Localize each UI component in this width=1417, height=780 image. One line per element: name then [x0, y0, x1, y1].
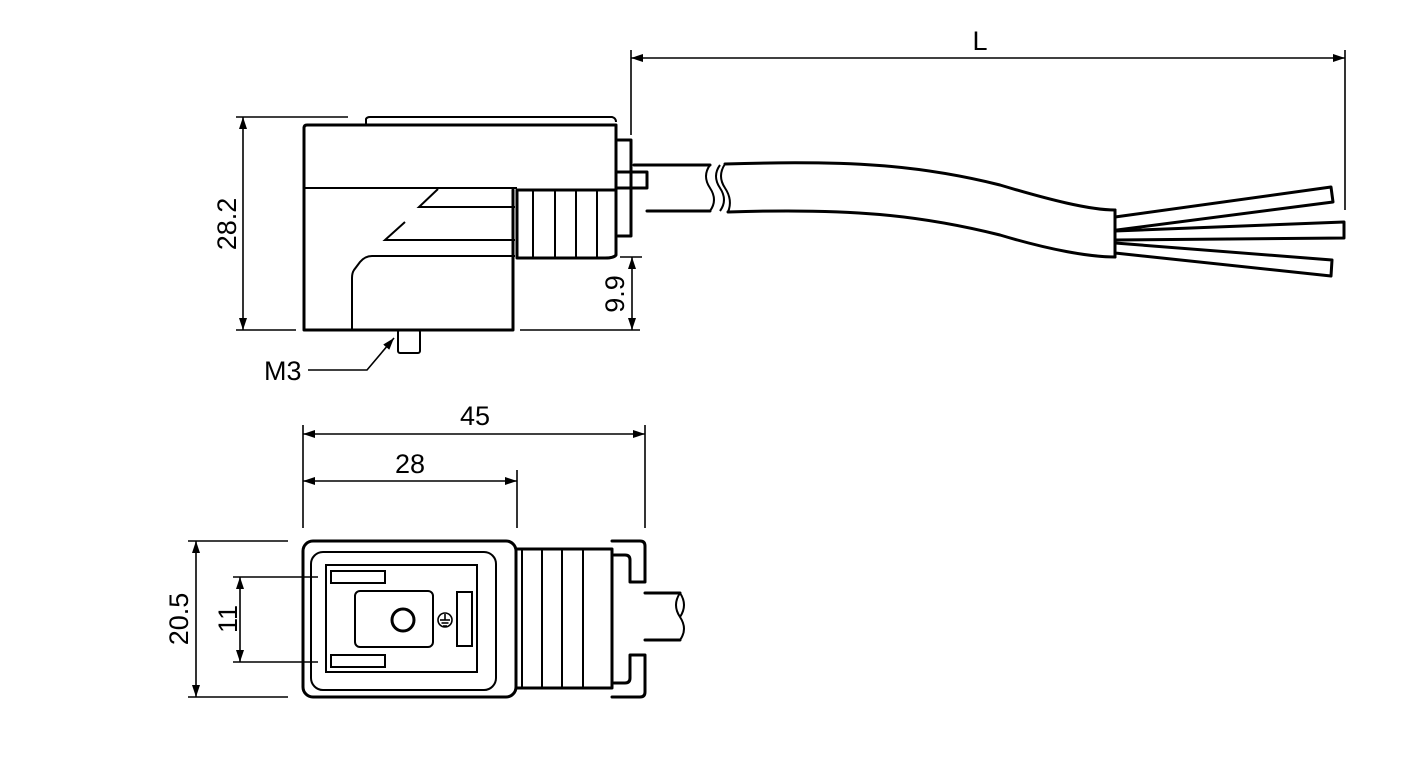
dim-height-label: 28.2 [212, 198, 242, 251]
side-view: 28.2 9.9 L M3 [212, 26, 1346, 386]
dim-height-front-label: 20.5 [164, 593, 194, 646]
cable [632, 163, 712, 213]
connector-face [301, 539, 518, 699]
dim-pin-spacing-label: 11 [213, 605, 243, 633]
front-view: 45 28 20.5 11 [164, 401, 685, 699]
m3-pin [397, 329, 421, 354]
dim-overall-length-label: 45 [460, 401, 490, 431]
dim-offset-label: 9.9 [600, 275, 630, 313]
wire-ends [1113, 185, 1346, 278]
dim-length-label: L [972, 26, 987, 56]
ground-slot [456, 591, 473, 647]
cable-front [643, 591, 682, 642]
knurled-nut [532, 190, 598, 257]
thread-label: M3 [264, 356, 302, 386]
connector-body [302, 126, 515, 332]
center-screw [390, 607, 416, 633]
fin [382, 221, 515, 241]
knurled-nut-front [521, 549, 584, 688]
pin-slot-1 [330, 570, 386, 584]
fin [416, 188, 515, 208]
fin [351, 255, 515, 330]
ground-icon [437, 612, 453, 628]
pin-slot-2 [330, 654, 386, 668]
dim-body-length-label: 28 [395, 449, 425, 479]
